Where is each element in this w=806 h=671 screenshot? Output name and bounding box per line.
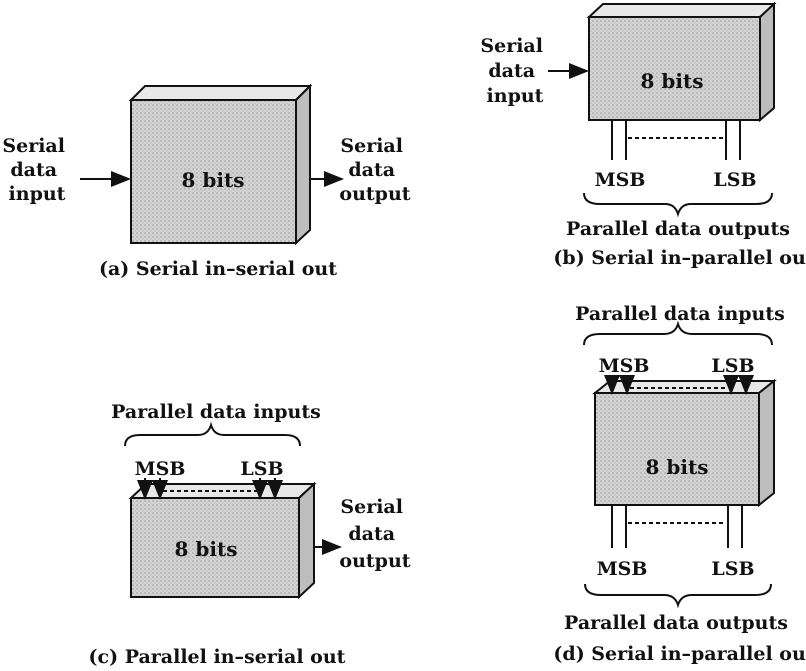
register-block-c: 8 bits [128, 481, 317, 600]
register-block-a: 8 bits [128, 83, 313, 246]
output-brace-d [584, 583, 772, 609]
caption-b: (b) Serial in–parallel out [553, 247, 806, 269]
panel-b-serial-in-parallel-out: 8 bits Serial data input MSB LSB Paralle… [480, 1, 806, 269]
parallel-outputs-label-b: Parallel data outputs [566, 218, 790, 240]
input-brace-d [583, 320, 773, 346]
panel-d-serial-in-parallel-out: Parallel data inputs MSB LSB 8 bits MSB … [553, 303, 806, 665]
parallel-output-lines-d [611, 505, 743, 548]
msb-label-c: MSB [135, 458, 186, 480]
caption-a: (a) Serial in–serial out [99, 258, 337, 280]
serial-output-label-a: Serial data output [339, 135, 410, 205]
register-block-b: 8 bits [586, 1, 777, 123]
panel-c-parallel-in-serial-out: Parallel data inputs MSB LSB 8 bits Seri… [89, 401, 411, 668]
serial-input-label-b: Serial data input [480, 35, 549, 107]
register-block-d: 8 bits [592, 378, 777, 508]
block-label-c: 8 bits [175, 537, 238, 561]
msb-label-b: MSB [595, 169, 646, 191]
parallel-inputs-label-c: Parallel data inputs [111, 401, 321, 423]
lsb-label-b: LSB [713, 169, 756, 191]
serial-output-label-c: Serial data output [339, 496, 410, 572]
lsb-label-c: LSB [240, 458, 283, 480]
caption-d: (d) Serial in–parallel out [553, 643, 806, 665]
block-label-b: 8 bits [641, 69, 704, 93]
block-label-a: 8 bits [182, 168, 245, 192]
serial-input-label-a: Serial data input [2, 135, 71, 205]
block-label-d: 8 bits [646, 455, 709, 479]
msb-top-label-d: MSB [599, 355, 650, 377]
parallel-input-lines-d [604, 375, 754, 395]
parallel-inputs-label-d: Parallel data inputs [575, 303, 785, 325]
caption-c: (c) Parallel in–serial out [89, 646, 346, 668]
parallel-input-lines-c [137, 478, 283, 500]
msb-bottom-label-d: MSB [597, 558, 648, 580]
panel-a-serial-in-serial-out: 8 bits Serial data input Serial data out… [2, 83, 411, 280]
input-brace-c [124, 421, 301, 447]
lsb-bottom-label-d: LSB [711, 558, 754, 580]
output-brace-b [583, 192, 773, 218]
parallel-output-lines-b [611, 120, 741, 160]
lsb-top-label-d: LSB [711, 355, 754, 377]
parallel-outputs-label-d: Parallel data outputs [564, 612, 788, 634]
